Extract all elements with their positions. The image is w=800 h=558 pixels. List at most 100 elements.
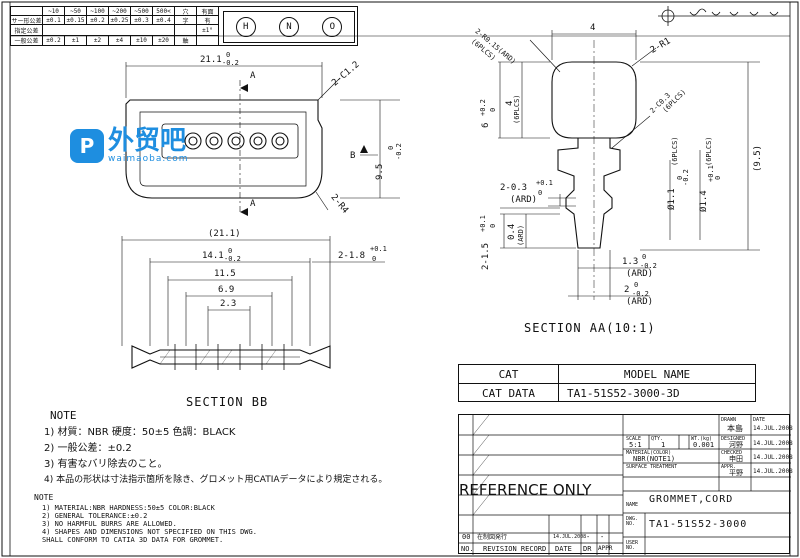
note-en-line: 3) NO HARMFUL BURRS ARE ALLOWED.	[42, 520, 177, 528]
projection-symbol	[658, 6, 790, 26]
aa-w2-ard: (ARD)	[626, 297, 654, 307]
drawing-number: TA1-51S52-3000	[649, 519, 748, 530]
note-jp-line: 2) 一般公差：±0.2	[44, 443, 132, 454]
qty-label: QTY.	[651, 436, 664, 442]
dwg-label: DWG. NO.	[626, 516, 639, 527]
bb-end-dim: 2-1.8	[338, 251, 366, 261]
aa-h4-plcs: (6PLCS)	[513, 94, 521, 124]
tol-cell: ±2	[87, 36, 109, 46]
note-en-line: SHALL CONFORM TO CATIA 3D DATA FOR GROMM…	[42, 536, 224, 544]
watermark-brand: 外贸吧	[108, 126, 187, 156]
note-jp-line: 4) 本品の形状は寸法指示箇所を除き、グロメット用CATIAデータにより規定され…	[44, 475, 388, 485]
notes-jp-title: NOTE	[50, 409, 77, 422]
section-a-label-bottom: A	[250, 199, 256, 209]
aa-d03-ard: (ARD)	[510, 195, 538, 205]
tol-header-5: 500<	[153, 7, 175, 16]
h-mark: H	[235, 17, 256, 37]
aa-h6-tol-lower: 0	[489, 107, 497, 112]
wt-label: WT.(kg)	[691, 436, 713, 442]
note-en-line: 1) MATERIAL:NBR HARDNESS:50±5 COLOR:BLAC…	[42, 504, 215, 512]
checked-date: 14.JUL.2008	[753, 454, 793, 461]
rev-description: 在制図発行	[477, 534, 508, 541]
bb-dim-11-5: 11.5	[214, 269, 236, 279]
name-label: NAME	[626, 502, 639, 508]
rev-appr: -	[600, 533, 605, 541]
section-a-label-top: A	[250, 71, 256, 81]
note-en-line: 4) SHAPES AND DIMENSIONS NOT SPECIFIED O…	[42, 528, 257, 536]
rev-col-record: REVISION RECORD	[483, 545, 547, 553]
checked-name: 申田	[729, 455, 743, 463]
section-b-label: B	[350, 151, 356, 161]
title-block: REFERENCE ONLY DRAWN 本島 DATE 14.JUL.2008…	[458, 414, 793, 555]
aa-w13-tol-lower: -0.2	[640, 262, 657, 270]
model-table-header-cat: CAT	[459, 365, 559, 384]
material-label: MATERIAL(COLOR)	[626, 450, 672, 456]
dim-length: 21.1	[200, 55, 222, 65]
tol-header-3: ~200	[109, 7, 131, 16]
aa-d03: 2-0.3	[500, 183, 528, 193]
part-name: GROMMET,CORD	[649, 494, 734, 505]
section-bb-view	[131, 344, 331, 370]
rev-date: 14.JUL.2008	[553, 534, 587, 540]
tol-cell: ±0.1	[43, 16, 65, 25]
tol-cell	[43, 25, 175, 36]
dim-length-tol-lower: -0.2	[222, 59, 239, 67]
aa-w13-tol-upper: 0	[642, 253, 647, 261]
aa-w2: 2	[624, 285, 630, 295]
tol-cell: ±10	[131, 36, 153, 46]
tol-cell: ±4	[109, 36, 131, 46]
tol-cell	[197, 36, 219, 46]
rev-col-no: NO.	[461, 545, 474, 553]
model-table-header-model: MODEL NAME	[559, 365, 755, 384]
aa-top-width: 4	[590, 23, 596, 33]
aa-w2-tol-upper: 0	[634, 281, 639, 289]
tol-cell: ±0.4	[153, 16, 175, 25]
aa-h6: 6	[481, 122, 491, 128]
dim-height: 9.5	[375, 163, 385, 180]
tol-cell: ±0.15	[65, 16, 87, 25]
aa-v15-tol-upper: +0.1	[479, 215, 487, 232]
note-en-line: 2) GENERAL TOLERANCE:±0.2	[42, 512, 148, 520]
section-aa-title: SECTION AA(10:1)	[524, 321, 656, 335]
material-value: NBR(NOTE1)	[633, 455, 676, 463]
watermark: P 外贸吧 waimaoba.com	[70, 128, 188, 164]
note-jp-line: 3) 有害なバリ除去のこと。	[44, 459, 168, 470]
tol-cell: ±1°	[197, 25, 219, 36]
aa-h95: (9.5)	[753, 144, 763, 172]
drawn-label: DRAWN	[721, 417, 737, 423]
aa-h6-tol-upper: +0.2	[479, 99, 487, 116]
aa-d03-tol-upper: +0.1	[536, 179, 553, 187]
rev-col-date: DATE	[555, 545, 572, 553]
section-b-arrow	[360, 145, 368, 153]
note-jp-line: 1) 材質：NBR 硬度：50±5 色調：BLACK	[44, 427, 236, 438]
tol-cell: ±0.2	[87, 16, 109, 25]
model-table: CAT MODEL NAME CAT DATA TA1-51S52-3000-3…	[458, 364, 756, 402]
tol-cell	[175, 25, 197, 36]
title-block-grid	[459, 415, 791, 555]
tol-cell: 有	[197, 16, 219, 25]
tol-header-6: 穴	[175, 7, 197, 16]
watermark-logo-icon: P	[70, 129, 104, 163]
designed-date: 14.JUL.2008	[753, 440, 793, 447]
tol-cell: ±1	[65, 36, 87, 46]
aa-w13-ard: (ARD)	[626, 269, 654, 279]
bb-mid-dim: 14.1	[202, 251, 224, 261]
dim-length-tol-upper: 0	[226, 51, 231, 59]
aa-v15-tol-lower: 0	[489, 223, 497, 228]
tol-header-1: ~50	[65, 7, 87, 16]
appr-date: 14.JUL.2008	[753, 468, 793, 475]
top-view	[125, 99, 323, 199]
bb-dim-6-9: 6.9	[218, 285, 235, 295]
o-mark: O	[322, 17, 343, 37]
section-a-arrow-top	[240, 84, 248, 92]
rev-dr: -	[586, 533, 591, 541]
aa-phi14-tol-lower: 0	[714, 175, 722, 180]
model-table-model-name: TA1-51S52-3000-3D	[567, 386, 680, 400]
dim-height-tol-lower: -0.2	[395, 143, 403, 160]
appr-label: APPR.	[721, 464, 737, 470]
tol-cell: 軸	[175, 36, 197, 46]
model-table-cat-data: CAT DATA	[459, 384, 559, 402]
bb-mid-tol-lower: -0.2	[224, 255, 241, 263]
scale-label: SCALE	[626, 436, 642, 442]
